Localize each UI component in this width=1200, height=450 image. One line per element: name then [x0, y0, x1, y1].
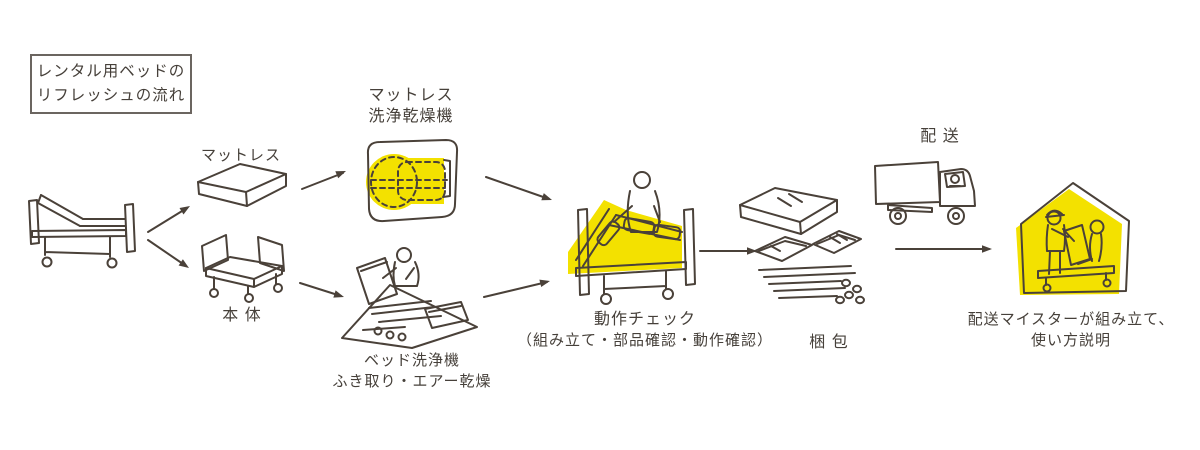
flow-arrow-icon	[483, 279, 550, 298]
bed-body-label: 本 体	[222, 307, 262, 324]
mattress-washer-machine-icon	[366, 139, 459, 223]
bed-frame-icon	[201, 234, 285, 303]
home-assembly-icon	[1016, 182, 1130, 295]
delivery-truck-icon	[874, 161, 976, 225]
flow-arrow-icon	[147, 239, 189, 268]
bed-washing-worker-icon	[341, 247, 478, 349]
packing-label: 梱 包	[809, 334, 849, 351]
operation-check-label-line2: （組み立て・部品確認・動作確認）	[516, 332, 774, 349]
mattress-label: マットレス	[200, 147, 282, 164]
packed-bed-parts-icon	[739, 187, 865, 305]
flow-arrow-icon	[299, 282, 344, 298]
home-setup-label-line2: 使い方説明	[1030, 332, 1112, 349]
flow-arrow-icon	[699, 247, 757, 255]
mattress-washer-label-line2: 洗浄乾燥機	[368, 108, 454, 125]
flow-arrow-icon	[485, 176, 552, 201]
flow-arrow-icon	[147, 206, 190, 233]
mattress-icon	[197, 163, 287, 207]
delivery-label: 配 送	[920, 128, 960, 145]
diagram-title-line1: レンタル用ベッドの	[36, 62, 186, 80]
bed-washer-label-line1: ベッド洗浄機	[363, 352, 461, 369]
diagram-title-box: レンタル用ベッドの リフレッシュの流れ	[30, 54, 192, 114]
adjustable-bed-icon	[28, 194, 136, 269]
flow-arrow-icon	[301, 171, 346, 190]
mattress-washer-label-line1: マットレス	[368, 87, 454, 104]
flow-arrow-icon	[895, 245, 992, 253]
operation-check-label-line1: 動作チェック	[593, 311, 697, 328]
operation-check-bed-icon	[568, 171, 696, 305]
diagram-title-line2: リフレッシュの流れ	[36, 87, 186, 104]
home-setup-label-line1: 配送マイスターが組み立て、	[967, 311, 1175, 328]
bed-washer-label-line2: ふき取り・エアー乾燥	[332, 373, 492, 390]
